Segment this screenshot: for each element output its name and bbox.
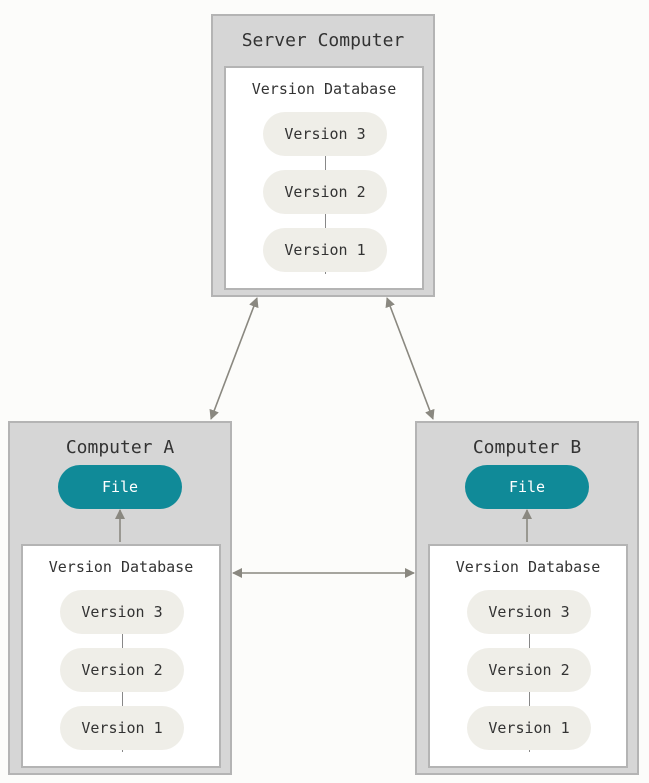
server-version-2: Version 2 [263,170,387,214]
computer-b-database-title: Version Database [455,558,601,576]
computer-b-version-2: Version 2 [467,648,591,692]
server-version-3: Version 3 [263,112,387,156]
computer-b-file: File [465,465,589,509]
computer-a-version-3: Version 3 [60,590,184,634]
server-version-database: Version Database Version 3 Version 2 Ver… [224,66,424,290]
sync-arrow-server-computer-a [209,297,259,420]
computer-b-version-3: Version 3 [467,590,591,634]
computer-a-title: Computer A [65,437,175,458]
server-database-title: Version Database [251,80,397,98]
computer-b-title: Computer B [472,437,582,458]
server-computer-title: Server Computer [241,30,405,51]
version-connector [529,632,530,752]
version-connector [122,632,123,752]
sync-arrow-server-computer-b [385,297,435,420]
version-connector [325,154,326,274]
server-computer: Server Computer Version Database Version… [211,14,435,297]
computer-a-version-database: Version Database Version 3 Version 2 Ver… [21,544,221,768]
server-version-1: Version 1 [263,228,387,272]
computer-a-file: File [58,465,182,509]
computer-a-version-2: Version 2 [60,648,184,692]
computer-b-version-1: Version 1 [467,706,591,750]
computer-a-database-title: Version Database [48,558,194,576]
computer-b-version-database: Version Database Version 3 Version 2 Ver… [428,544,628,768]
computer-a: Computer A File Version Database Version… [8,421,232,775]
computer-b: Computer B File Version Database Version… [415,421,639,775]
computer-a-version-1: Version 1 [60,706,184,750]
